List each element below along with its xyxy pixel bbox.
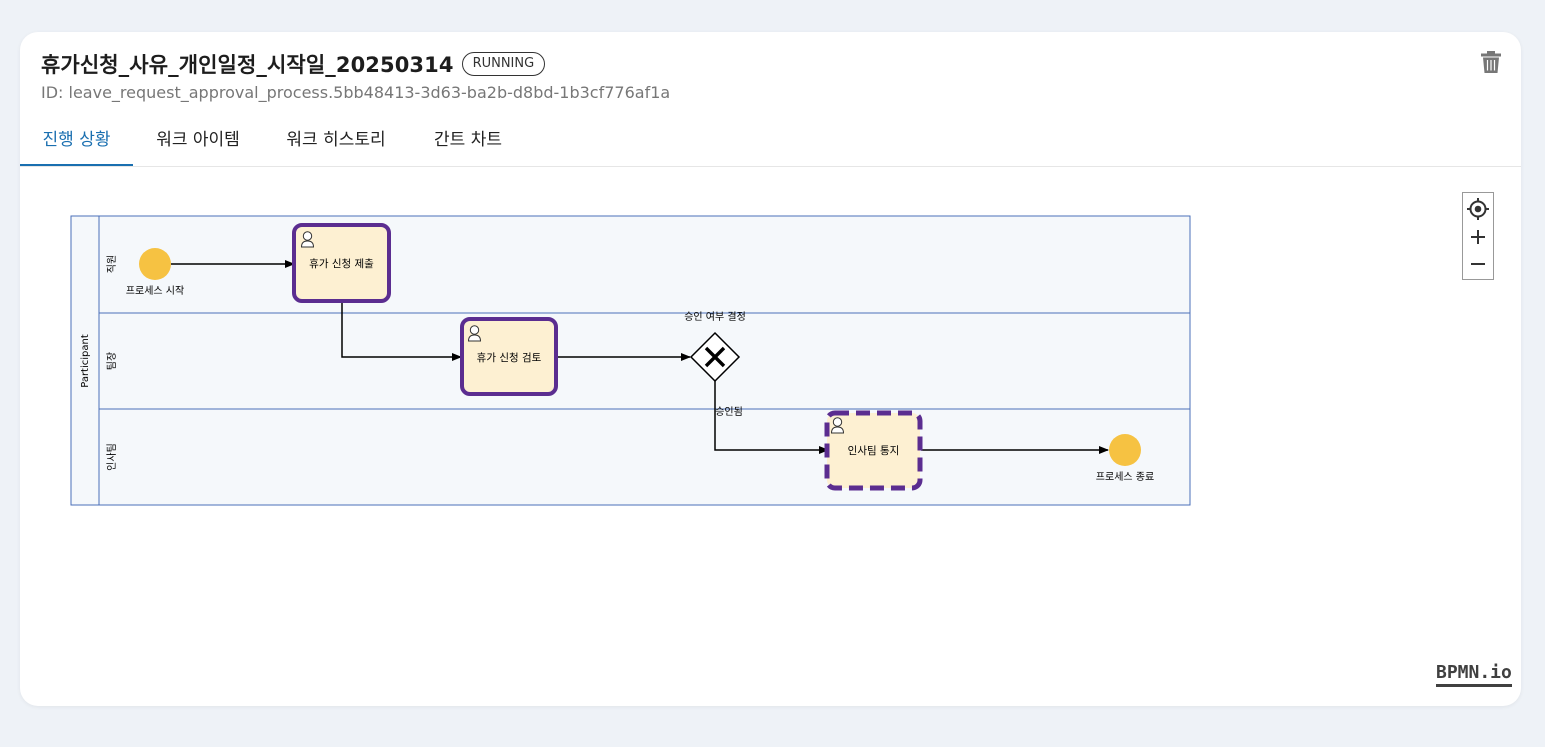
lane-label-team-lead: 팀장 bbox=[106, 352, 118, 370]
lane-hr[interactable]: 인사팀 bbox=[106, 443, 118, 471]
zoom-controls bbox=[1462, 192, 1494, 280]
end-event-label: 프로세스 종료 bbox=[1096, 471, 1154, 483]
gateway-label: 승인 여부 결정 bbox=[684, 311, 746, 323]
lane-employee[interactable]: 직원 bbox=[106, 255, 118, 273]
flow-label-approved: 승인됨 bbox=[715, 406, 743, 418]
tab-gantt-chart[interactable]: 간트 차트 bbox=[434, 130, 502, 150]
title-row: 휴가신청_사유_개인일정_시작일_20250314 RUNNING bbox=[41, 49, 546, 79]
start-event-label: 프로세스 시작 bbox=[126, 285, 184, 297]
plus-icon[interactable] bbox=[1463, 223, 1493, 251]
task-label: 휴가 신청 제출 bbox=[309, 258, 374, 270]
task-notify-hr[interactable]: 인사팀 통지 bbox=[824, 410, 923, 491]
tab-bar: 진행 상황 워크 아이템 워크 히스토리 간트 차트 bbox=[20, 124, 1521, 167]
lane-label-hr: 인사팀 bbox=[106, 443, 118, 471]
user-icon bbox=[830, 417, 845, 434]
end-event[interactable]: 프로세스 종료 bbox=[1096, 434, 1154, 483]
user-icon bbox=[300, 231, 315, 248]
task-submit-request[interactable]: 휴가 신청 제출 bbox=[292, 223, 391, 303]
user-icon bbox=[467, 325, 482, 342]
trash-icon[interactable] bbox=[1480, 50, 1502, 74]
start-event[interactable]: 프로세스 시작 bbox=[126, 248, 184, 297]
tab-work-history[interactable]: 워크 히스토리 bbox=[286, 130, 386, 150]
sequence-flows bbox=[171, 260, 1109, 454]
exclusive-gateway[interactable]: 승인 여부 결정 bbox=[684, 311, 746, 383]
tab-work-items[interactable]: 워크 아이템 bbox=[156, 130, 240, 150]
pool-label: Participant bbox=[80, 334, 91, 388]
lane-label-employee: 직원 bbox=[106, 255, 118, 273]
pool[interactable]: Participant bbox=[70, 215, 1191, 506]
crosshair-icon[interactable] bbox=[1463, 195, 1493, 223]
task-label: 인사팀 통지 bbox=[848, 445, 900, 457]
minus-icon[interactable] bbox=[1463, 250, 1493, 278]
flow-gateway-to-notify bbox=[714, 381, 829, 454]
task-label: 휴가 신청 검토 bbox=[477, 352, 542, 364]
status-badge: RUNNING bbox=[461, 52, 546, 76]
process-card: 휴가신청_사유_개인일정_시작일_20250314 RUNNING ID: le… bbox=[20, 32, 1521, 706]
flow-submit-to-review bbox=[341, 301, 462, 361]
process-id: ID: leave_request_approval_process.5bb48… bbox=[41, 83, 671, 102]
tab-progress[interactable]: 진행 상황 bbox=[20, 124, 133, 166]
lane-team-lead[interactable]: 팀장 bbox=[106, 352, 118, 370]
page-title: 휴가신청_사유_개인일정_시작일_20250314 bbox=[41, 53, 454, 77]
bpmn-io-logo[interactable]: BPMN.io bbox=[1436, 664, 1512, 687]
task-review-request[interactable]: 휴가 신청 검토 bbox=[460, 317, 558, 396]
bpmn-canvas[interactable]: Participant 직원 팀장 인사팀 프로세스 시작 bbox=[20, 167, 1521, 706]
